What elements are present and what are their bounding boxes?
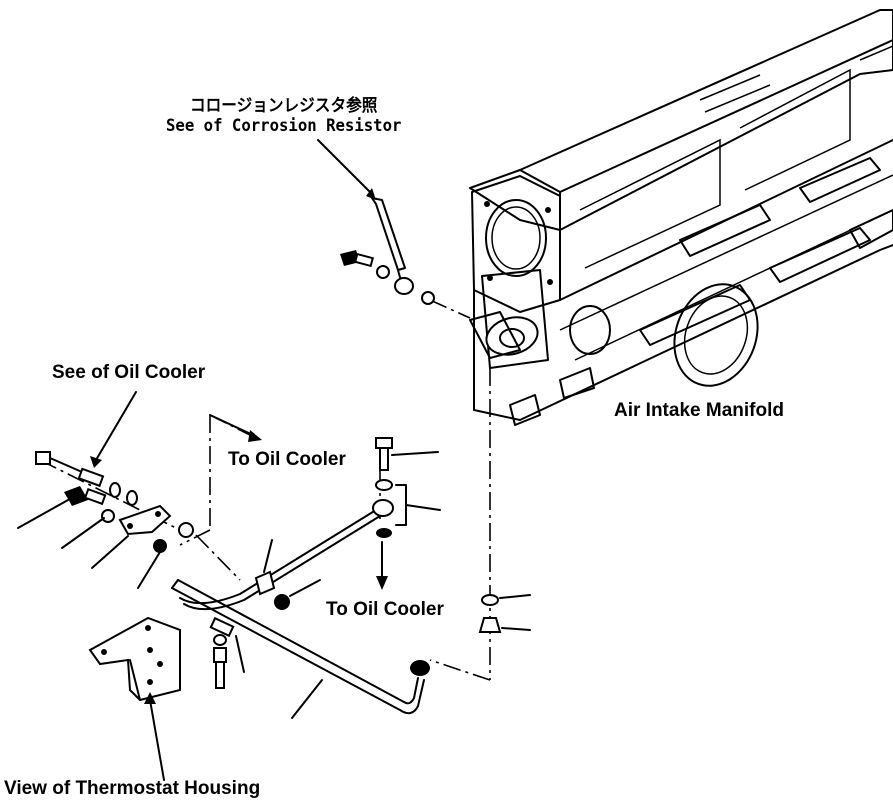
lower-pipe xyxy=(171,579,430,715)
leader-lines xyxy=(17,139,376,781)
to-oil-cooler-lower-label: To Oil Cooler xyxy=(326,599,444,620)
air-intake-manifold xyxy=(469,9,893,426)
corrosion-resistor-fittings xyxy=(340,197,435,305)
corrosion-resistor-en-label: See of Corrosion Resistor xyxy=(166,116,402,136)
clip-bolt xyxy=(213,634,227,689)
to-oil-cooler-upper-label: To Oil Cooler xyxy=(228,449,346,470)
assembly-centerlines xyxy=(39,299,491,681)
corrosion-resistor-jp-label: コロージョンレジスタ参照 xyxy=(190,96,378,116)
clip-nut xyxy=(274,579,321,610)
air-intake-manifold-label: Air Intake Manifold xyxy=(614,400,784,421)
thermostat-housing-view-label: View of Thermostat Housing xyxy=(4,778,261,799)
union-fittings xyxy=(478,594,531,633)
thermostat-housing-bracket xyxy=(88,616,181,702)
upper-pipe xyxy=(179,499,394,611)
oil-cooler-ref-label: See of Oil Cooler xyxy=(52,362,206,383)
oil-cooler-bolt-set xyxy=(35,451,194,553)
banjo-bolt-set xyxy=(375,437,441,590)
